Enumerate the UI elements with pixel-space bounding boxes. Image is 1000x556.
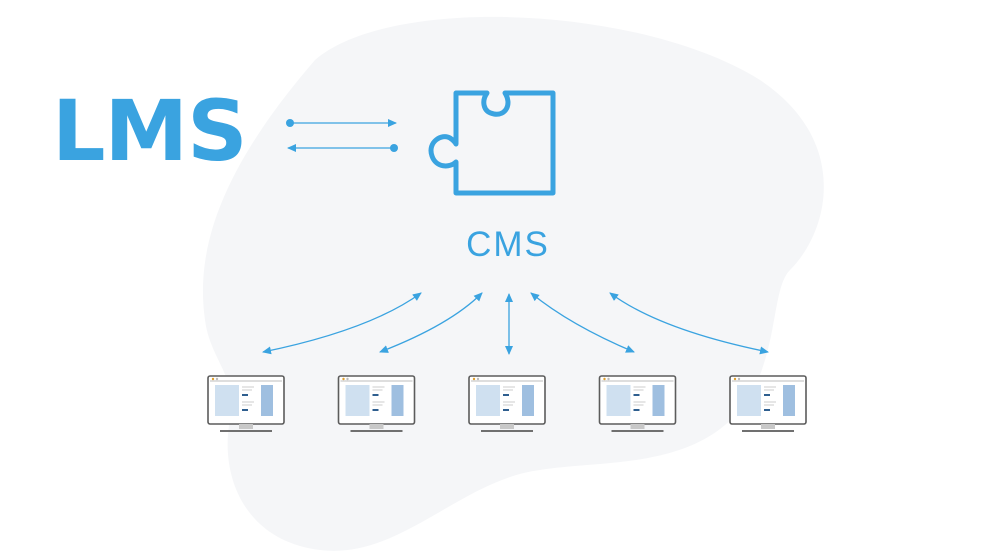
screen-button [372, 394, 379, 396]
monitor-icon [729, 375, 807, 432]
lms-label: LMS [52, 82, 247, 180]
monitor-icon [207, 375, 285, 432]
monitor-icon [468, 375, 546, 432]
screen-button [503, 409, 509, 411]
monitor-neck [630, 424, 645, 429]
client-monitors [207, 375, 807, 432]
cms-label: CMS [466, 225, 550, 264]
background-blob [202, 16, 824, 551]
window-dot [342, 377, 345, 381]
monitor-icon [598, 375, 677, 432]
window-dot [211, 377, 215, 381]
window-dot [733, 377, 737, 381]
monitor-neck [369, 424, 384, 429]
monitor-icon [337, 375, 416, 432]
monitor-neck [761, 424, 775, 429]
window-dot [737, 377, 741, 381]
screen-button [242, 409, 248, 411]
lms-cms-connector [286, 119, 398, 152]
window-dot [476, 377, 480, 381]
screen-sidebar [261, 385, 273, 416]
screen-sidebar [783, 385, 795, 416]
screen-button [242, 394, 248, 396]
arrow-client-2 [379, 292, 483, 353]
window-dot [472, 377, 476, 381]
screen-content-panel [345, 385, 370, 416]
window-dot [607, 377, 610, 381]
screen-content-panel [737, 385, 761, 416]
monitor-neck [239, 424, 253, 429]
screen-button [633, 409, 640, 411]
screen-sidebar [522, 385, 534, 416]
puzzle-piece-icon [428, 90, 556, 196]
screen-content-panel [215, 385, 239, 416]
screen-content-panel [476, 385, 500, 416]
arrow-client-5 [609, 292, 769, 355]
screen-sidebar [652, 385, 665, 416]
monitor-neck [500, 424, 514, 429]
screen-button [503, 394, 509, 396]
window-dot [215, 377, 219, 381]
cms-client-arrows [262, 292, 769, 355]
screen-button [764, 394, 770, 396]
window-dot [346, 377, 349, 381]
screen-content-panel [606, 385, 631, 416]
screen-button [764, 409, 770, 411]
screen-button [372, 409, 379, 411]
window-dot [603, 377, 606, 381]
screen-button [633, 394, 640, 396]
screen-sidebar [391, 385, 404, 416]
